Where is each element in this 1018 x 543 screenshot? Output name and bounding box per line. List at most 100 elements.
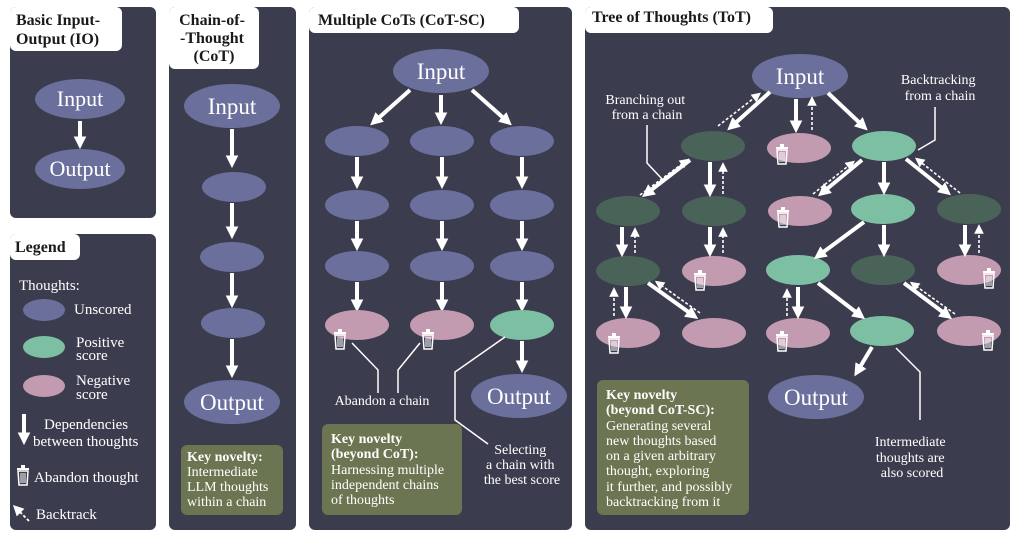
tot-positive-node xyxy=(851,194,915,224)
tot-negative-node xyxy=(937,316,1001,346)
legend-positive-swatch xyxy=(23,336,65,358)
cotsc-thought-node xyxy=(325,251,389,281)
tot-backtrack-arrow xyxy=(717,92,762,127)
cotsc-positive-node xyxy=(490,310,554,340)
cot-output-label: Output xyxy=(200,390,265,415)
io-title-box xyxy=(10,7,122,51)
tot-novelty-text: Generating several new thoughts based on… xyxy=(606,419,736,510)
intermediate-callout-line xyxy=(895,347,921,420)
tot-dark-node xyxy=(937,194,1001,224)
tot-arrow xyxy=(904,157,951,196)
cot-output-node xyxy=(184,380,280,424)
legend-title-box xyxy=(10,234,80,260)
legend-unscored-label: Unscored xyxy=(74,302,132,318)
tot-backtrack-arrow xyxy=(654,280,701,314)
tot-branching-label: Branching out from a chain xyxy=(605,93,688,123)
legend-thoughts-label: Thoughts: xyxy=(19,278,80,294)
tot-input-label: Input xyxy=(776,64,825,89)
tot-dark-node xyxy=(596,196,660,226)
legend-title: Legend xyxy=(15,239,66,256)
tot-novelty-title: Key novelty (beyond CoT-SC): xyxy=(606,388,715,418)
tot-intermediate-label: Intermediate thoughts are also scored xyxy=(875,435,949,481)
trash-icon xyxy=(983,268,995,289)
trash-icon xyxy=(608,333,620,354)
tot-positive-node xyxy=(850,316,914,346)
tot-arrow xyxy=(854,345,874,377)
io-input-node xyxy=(35,79,125,119)
cot-novelty-title: Key novelty: xyxy=(187,450,263,465)
cotsc-negative-node xyxy=(410,310,474,340)
trash-icon xyxy=(334,329,346,350)
tot-dark-node xyxy=(682,196,746,226)
cotsc-arrow xyxy=(370,88,412,126)
selecting-callout-line xyxy=(454,336,506,445)
tot-positive-node xyxy=(766,255,830,285)
cot-novelty-box xyxy=(181,445,283,515)
cotsc-novelty-text: Harnessing multiple independent chains o… xyxy=(331,463,448,508)
io-input-label: Input xyxy=(57,86,103,111)
io-output-label: Output xyxy=(49,156,110,181)
tot-arrow xyxy=(816,281,866,320)
tot-negative-node xyxy=(682,256,746,286)
cot-novelty-text: Intermediate LLM thoughts within a chain xyxy=(187,465,272,510)
legend-positive-label: Positive score xyxy=(76,335,128,364)
trash-icon xyxy=(777,207,789,228)
tot-arrow xyxy=(826,91,868,131)
legend-dependencies-label: Dependencies between thoughts xyxy=(33,417,139,450)
tot-output-node xyxy=(768,375,864,419)
tot-title: Tree of Thoughts (ToT) xyxy=(592,9,751,26)
cotsc-thought-node xyxy=(490,251,554,281)
tot-arrow xyxy=(727,90,772,131)
cotsc-output-node xyxy=(471,374,567,418)
tot-negative-node xyxy=(766,318,830,348)
tot-backtrack-arrow xyxy=(909,281,956,315)
tot-output-label: Output xyxy=(784,385,849,410)
backtracking-callout-line xyxy=(917,107,936,151)
cotsc-thought-node xyxy=(325,126,389,156)
cot-thought-node xyxy=(201,308,265,338)
cotsc-input-node xyxy=(393,49,489,93)
legend-backtrack-arrow-icon xyxy=(12,504,30,522)
cotsc-title: Multiple CoTs (CoT-SC) xyxy=(318,12,485,29)
cotsc-thought-node xyxy=(410,190,474,220)
tot-input-node xyxy=(752,54,848,98)
branching-callout-line xyxy=(646,125,664,181)
tot-dark-node xyxy=(851,255,915,285)
tot-backtracking-label: Backtracking from a chain xyxy=(901,73,979,104)
tot-negative-node xyxy=(767,133,831,163)
cot-thought-node xyxy=(200,242,264,272)
tot-negative-node xyxy=(596,318,660,348)
cotsc-selecting-label: Selecting a chain with the best score xyxy=(484,443,560,488)
tot-title-box xyxy=(585,7,773,33)
cot-thought-node xyxy=(202,172,266,202)
tot-arrow xyxy=(818,158,864,197)
cotsc-novelty-title: Key novelty (beyond CoT): xyxy=(331,432,419,462)
cot-title-box xyxy=(169,7,259,69)
tot-arrow xyxy=(813,220,866,260)
cotsc-thought-node xyxy=(410,126,474,156)
trash-icon xyxy=(776,331,788,352)
tot-novelty-box xyxy=(597,380,749,515)
cot-title: Chain-of- -Thought (CoT) xyxy=(179,12,249,65)
tot-dark-node xyxy=(681,131,745,161)
legend-trash-icon xyxy=(17,465,29,486)
legend-negative-label: Negative score xyxy=(76,373,134,403)
tot-backtrack-arrow xyxy=(812,160,856,195)
legend-abandon-label: Abandon thought xyxy=(34,470,139,486)
trash-icon xyxy=(982,330,994,351)
trash-icon xyxy=(422,329,434,350)
tot-backtrack-arrow xyxy=(639,158,690,196)
legend-negative-swatch xyxy=(23,375,65,397)
trash-icon xyxy=(776,144,788,165)
cotsc-title-box xyxy=(309,7,519,33)
io-output-node xyxy=(35,149,125,189)
abandon-callout-line xyxy=(397,342,421,393)
cot-input-label: Input xyxy=(208,94,257,119)
tot-backtrack-arrow xyxy=(914,157,961,194)
io-title: Basic Input- Output (IO) xyxy=(16,12,104,48)
trash-icon xyxy=(694,270,706,291)
cotsc-output-label: Output xyxy=(487,384,552,409)
cotsc-input-label: Input xyxy=(417,59,466,84)
cot-input-node xyxy=(184,84,280,128)
